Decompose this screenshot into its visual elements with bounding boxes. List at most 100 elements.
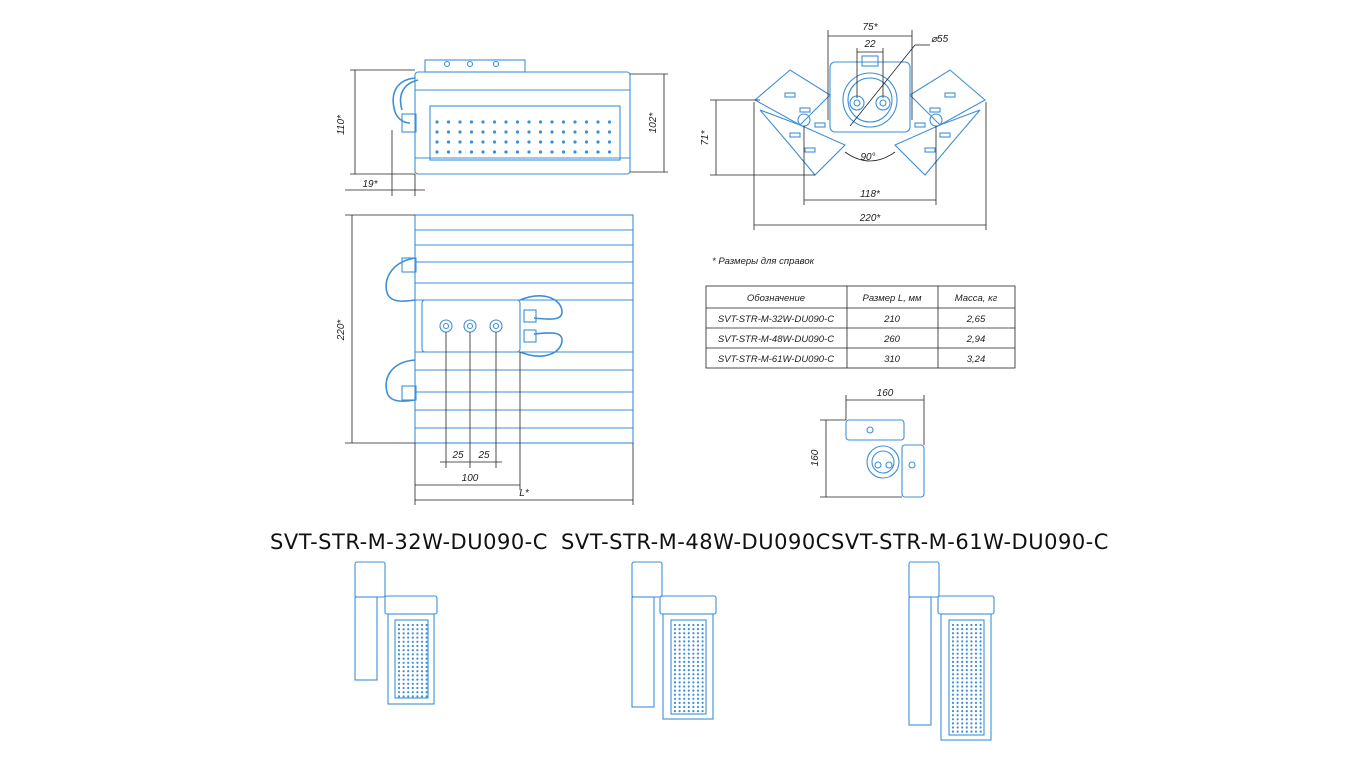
led-dot (402, 623, 405, 627)
led-dot (974, 673, 978, 676)
led-dot (970, 681, 973, 684)
led-dot (974, 660, 978, 664)
led-dot (678, 693, 681, 696)
led-dot (961, 697, 964, 700)
led-dot (701, 701, 704, 705)
led-dot (696, 681, 700, 684)
led-dot (425, 640, 428, 643)
led-dot (673, 697, 677, 700)
led-dot (956, 644, 959, 647)
led-dot (411, 682, 414, 685)
led-dot (596, 130, 600, 134)
led-dot (970, 669, 973, 672)
table-cell: SVT-STR-M-61W-DU090-C (718, 354, 834, 365)
led-dot (458, 120, 462, 124)
led-dot (974, 689, 978, 692)
led-dot (673, 673, 677, 676)
led-dot (692, 636, 695, 639)
led-dot (956, 664, 959, 668)
led-dot (701, 705, 704, 709)
led-dot (692, 681, 695, 684)
led-dot (416, 674, 419, 677)
led-dot (965, 669, 968, 672)
heatsink-slot (799, 107, 811, 113)
led-dot (673, 640, 677, 643)
led-dot (411, 628, 414, 631)
led-dot (701, 656, 704, 659)
led-dot (701, 673, 704, 676)
led-dot (979, 701, 982, 705)
led-dot (961, 718, 964, 721)
led-dot (965, 656, 968, 659)
led-dot (678, 669, 681, 672)
led-dot (687, 664, 690, 668)
led-dot (970, 730, 973, 733)
led-dot (979, 632, 982, 635)
led-dot (420, 665, 424, 669)
led-dot (961, 730, 964, 733)
led-dot (970, 652, 973, 655)
led-dot (696, 689, 700, 692)
led-dot (435, 140, 439, 144)
led-dot (683, 685, 686, 688)
led-dot (515, 130, 520, 134)
led-dot (687, 652, 690, 655)
led-dot (696, 705, 700, 709)
led-dot (974, 730, 978, 733)
led-dot (678, 710, 681, 713)
led-dot (696, 644, 700, 647)
led-dot (961, 652, 964, 655)
led-dot (504, 140, 508, 144)
led-dot (956, 689, 959, 692)
led-dot (701, 669, 704, 672)
led-dot (974, 677, 978, 680)
led-dot (416, 657, 419, 660)
led-dot (956, 636, 959, 639)
led-dot (979, 636, 982, 639)
led-dot (407, 653, 410, 656)
led-dot (527, 140, 531, 144)
led-dot (527, 150, 531, 154)
led-dot (407, 682, 410, 685)
led-dot (687, 640, 690, 643)
led-dot (469, 130, 474, 134)
led-dot (974, 718, 978, 721)
led-dot (956, 628, 959, 631)
heatsink-slot (814, 122, 826, 128)
led-dot (701, 685, 704, 688)
led-dot (416, 661, 419, 664)
led-dot (692, 677, 695, 680)
led-dot (961, 664, 964, 668)
led-dot (425, 623, 428, 627)
led-dot (701, 681, 704, 684)
led-dot (420, 640, 424, 643)
led-dot (956, 640, 959, 643)
led-dot (965, 718, 968, 721)
led-dot (673, 648, 677, 651)
led-dot (481, 120, 485, 124)
led-dot (965, 628, 968, 631)
led-dot (683, 693, 686, 696)
led-dot (696, 673, 700, 676)
led-dot (974, 628, 978, 631)
led-dot (951, 710, 955, 713)
led-dot (573, 130, 577, 134)
led-dot (416, 649, 419, 652)
led-dot (965, 648, 968, 651)
led-dot (956, 648, 959, 651)
led-dot (970, 710, 973, 713)
led-dot (951, 677, 955, 680)
led-dot (951, 697, 955, 700)
led-dot (446, 120, 451, 124)
led-dot (402, 674, 405, 677)
led-dot (678, 685, 681, 688)
dim-front-height: 71* (700, 129, 711, 145)
led-dot (397, 674, 401, 677)
led-dot (683, 632, 686, 635)
led-dot (961, 722, 964, 725)
led-dot (965, 710, 968, 713)
led-dot (974, 714, 978, 717)
led-dot (683, 689, 686, 692)
led-dot (965, 677, 968, 680)
led-dot (607, 140, 612, 144)
